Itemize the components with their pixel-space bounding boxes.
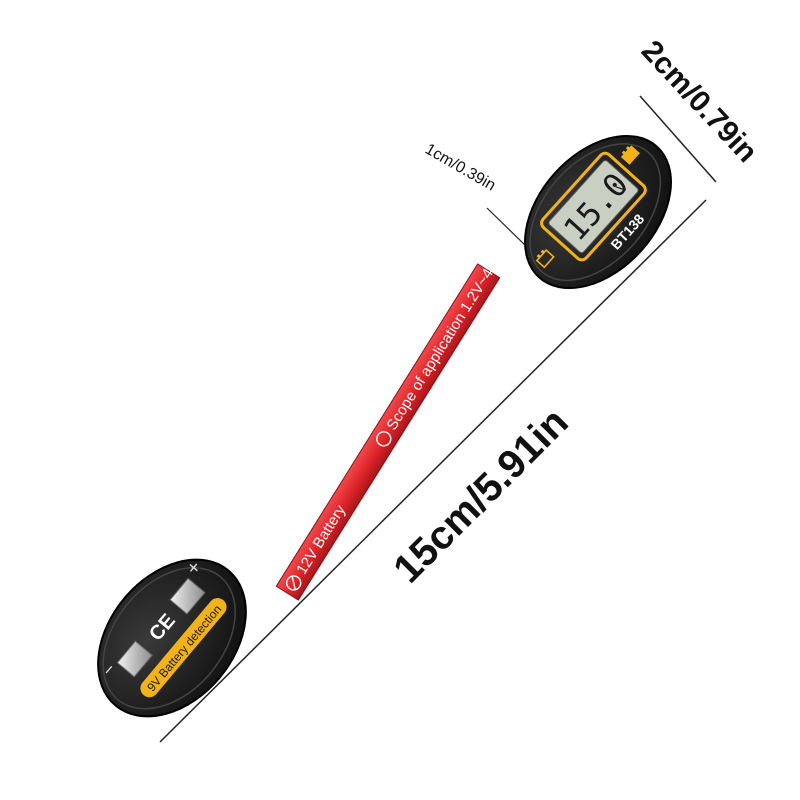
length-dimension: 15cm/5.91in [159,199,707,743]
negative-contact [116,640,153,678]
display-head-rim [529,143,662,282]
contact-head: + − CE 9V Battery detection [97,556,247,718]
contact-head-body [97,558,247,718]
red-strip: Scope of application 1.2V~4.8V 12V Batte… [275,246,509,601]
red-strip-body [275,263,501,601]
length-dimension-line [159,199,707,743]
power-icon [376,431,392,447]
thickness-dimension-label: 1cm/0.39in [422,141,498,195]
positive-contact [169,577,206,615]
scope-text: Scope of application 1.2V~4.8V [383,246,509,433]
battery-icon-left [535,248,555,269]
battery-9v-badge [140,598,227,698]
lcd-screen [548,159,639,254]
warning-icon [285,575,302,591]
width-dimension-line [639,95,717,183]
battery-icon-right [620,145,640,165]
display-head: 15.0 V BT138 [524,134,672,290]
thickness-dimension-line [486,207,528,248]
battery-12v-text: 12V Battery [293,502,349,578]
thickness-dimension: 1cm/0.39in [422,141,528,248]
length-dimension-label: 15cm/5.91in [385,400,577,592]
lcd-frame [540,151,647,262]
contact-head-rim [102,567,236,710]
warning-icon-slash [291,575,296,590]
